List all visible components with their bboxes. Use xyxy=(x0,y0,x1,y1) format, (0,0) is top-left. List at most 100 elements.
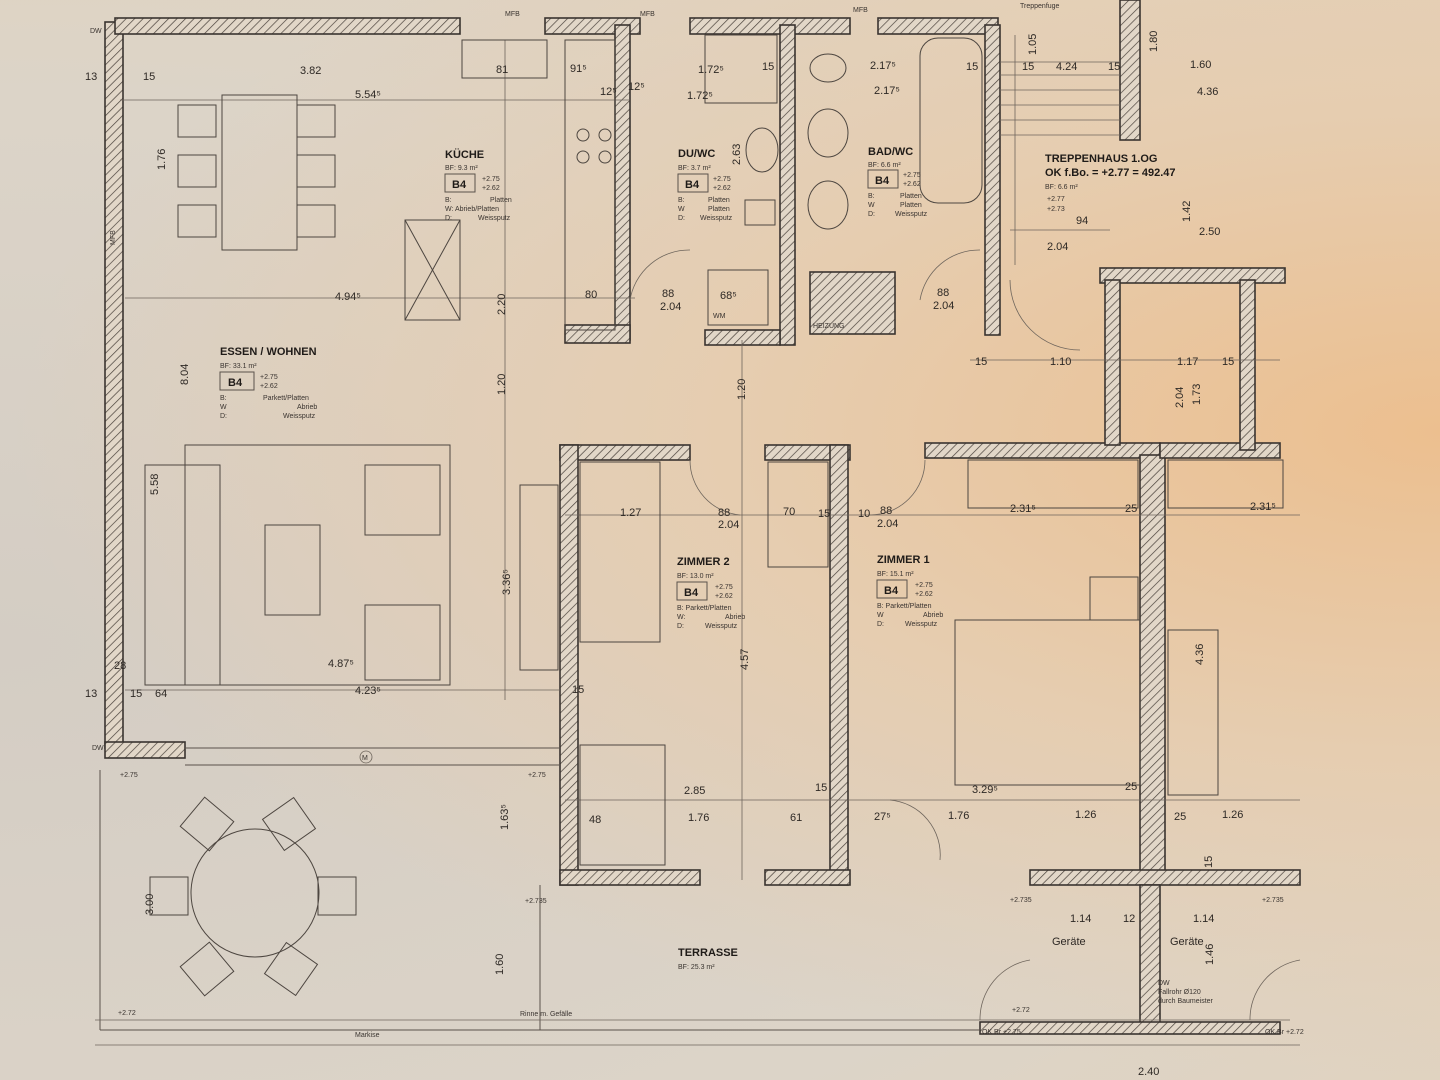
mfb-label: MFB xyxy=(640,11,655,18)
dimension-label: 48 xyxy=(589,814,601,826)
room-height-1: +2.75 xyxy=(915,582,933,589)
dimension-label: 4.87⁵ xyxy=(328,658,354,670)
room-area: BF: 9.3 m² xyxy=(445,165,478,172)
storage-label-right: Geräte xyxy=(1170,936,1204,948)
dimension-label: 2.50 xyxy=(1199,226,1220,238)
ceiling-value: Weissputz xyxy=(478,215,511,222)
dimension-label: 2.04 xyxy=(718,519,739,531)
dimension-label: 12⁵ xyxy=(628,81,645,93)
room-height-1: +2.75 xyxy=(903,172,921,179)
dimension-label: 10 xyxy=(858,508,870,520)
washing-machine-label: WM xyxy=(713,313,726,320)
mfb-label: MFB xyxy=(853,7,868,14)
room-area: BF: 3.7 m² xyxy=(678,165,711,172)
room-duwc: DU/WC BF: 3.7 m² B4 +2.75 +2.62 B:Platte… xyxy=(677,148,733,222)
stair-joint-label: Treppenfuge xyxy=(1020,3,1060,10)
wall-label: W: Abrieb/Platten xyxy=(445,206,499,213)
dimension-label: 61 xyxy=(790,812,802,824)
dimension-label: 2.31⁵ xyxy=(1250,501,1276,513)
room-name: ZIMMER 1 xyxy=(877,554,930,566)
stair-height-2: +2.73 xyxy=(1047,206,1065,213)
floor-value: Parkett/Platten xyxy=(263,395,309,402)
plan-lines xyxy=(95,34,1301,1046)
dimension-label: 1.05 xyxy=(1027,34,1039,55)
level-label: +2.735 xyxy=(1010,897,1032,904)
dimension-label: 2.31⁵ xyxy=(1010,503,1036,515)
mfb-label: MFB xyxy=(110,230,117,245)
room-area: BF: 13.0 m² xyxy=(677,573,714,580)
dimension-label: 15 xyxy=(1222,356,1234,368)
dimension-label: 1.14 xyxy=(1070,913,1091,925)
dimension-label: 1.63⁵ xyxy=(499,804,511,830)
downpipe-note: DW xyxy=(1158,980,1170,987)
dimension-label: 2.04 xyxy=(1174,387,1186,408)
dimension-label: 15 xyxy=(762,61,774,73)
walls xyxy=(104,0,1301,1035)
room-zimmer-1: ZIMMER 1 BF: 15.1 m² B4 +2.75 +2.62 B: P… xyxy=(876,554,943,628)
wall-value: Platten xyxy=(708,206,730,213)
storage-label-left: Geräte xyxy=(1052,936,1086,948)
ceiling-label: D: xyxy=(220,413,227,420)
stair-level: OK f.Bo. = +2.77 = 492.47 xyxy=(1045,167,1176,179)
dimension-label: 64 xyxy=(155,688,167,700)
dimension-label: 5.58 xyxy=(149,474,161,495)
room-code: B4 xyxy=(684,587,699,599)
room-height-2: +2.62 xyxy=(713,185,731,192)
floor-value: Platten xyxy=(900,193,922,200)
level-label: +2.75 xyxy=(120,772,138,779)
level-label: +2.72 xyxy=(118,1010,136,1017)
dimension-label: 27⁵ xyxy=(874,811,891,823)
wall-label: W xyxy=(220,404,227,411)
dimension-label: 1.60 xyxy=(1190,59,1211,71)
dimension-label: 15 xyxy=(1022,61,1034,73)
dimension-label: 1.73 xyxy=(1191,384,1203,405)
dimension-label: 12 xyxy=(1123,913,1135,925)
wall-value: Abrieb xyxy=(297,404,317,411)
terrace-name: TERRASSE xyxy=(678,947,738,959)
dimension-label: 1.80 xyxy=(1148,31,1160,52)
ceiling-label: D: xyxy=(678,215,685,222)
room-zimmer-2: ZIMMER 2 BF: 13.0 m² B4 +2.75 +2.62 B: P… xyxy=(676,556,745,630)
dimension-label: 4.36 xyxy=(1197,86,1218,98)
room-name: BAD/WC xyxy=(868,146,913,158)
ceiling-value: Weissputz xyxy=(705,623,738,630)
dimension-label: 2.40 xyxy=(1138,1066,1159,1078)
dimension-label: 3.29⁵ xyxy=(972,784,998,796)
dimension-label: 1.72⁵ xyxy=(687,90,713,102)
dimension-label: 15 xyxy=(572,684,584,696)
room-height-2: +2.62 xyxy=(482,185,500,192)
wall-value: Platten xyxy=(900,202,922,209)
ceiling-label: D: xyxy=(877,621,884,628)
dimension-label: 2.04 xyxy=(1047,241,1068,253)
dimension-labels: 3.825.54⁵1.764.94⁵8.045.584.87⁵4.23⁵3.36… xyxy=(85,31,1276,1078)
dimension-label: 25 xyxy=(1125,503,1137,515)
wall-label: W xyxy=(678,206,685,213)
dimension-label: 1.76 xyxy=(688,812,709,824)
dimension-label: 15 xyxy=(1203,856,1215,868)
dimension-label: 15 xyxy=(818,508,830,520)
dimension-label: 1.42 xyxy=(1181,201,1193,222)
downpipe-label: DW xyxy=(90,28,102,35)
dimension-label: 15 xyxy=(130,688,142,700)
ceiling-value: Weissputz xyxy=(700,215,733,222)
room-height-1: +2.75 xyxy=(482,176,500,183)
room-name: KÜCHE xyxy=(445,148,484,161)
gutter-label: Rinne m. Gefälle xyxy=(520,1011,572,1018)
stair-name: TREPPENHAUS 1.OG xyxy=(1045,153,1157,165)
dimension-label: 28 xyxy=(114,660,126,672)
room-height-2: +2.62 xyxy=(915,591,933,598)
dimension-label: 15 xyxy=(1108,61,1120,73)
dimension-label: 13 xyxy=(85,71,97,83)
dimension-label: 1.20 xyxy=(736,379,748,400)
room-name: ESSEN / WOHNEN xyxy=(220,346,317,358)
dimension-label: 13 xyxy=(85,688,97,700)
dimension-label: 2.04 xyxy=(877,518,898,530)
dimension-label: 88 xyxy=(718,507,730,519)
room-code: B4 xyxy=(228,377,243,389)
ceiling-label: D: xyxy=(677,623,684,630)
level-label: +2.735 xyxy=(1262,897,1284,904)
dimension-label: 1.76 xyxy=(948,810,969,822)
wall-value: Abrieb xyxy=(725,614,745,621)
room-height-2: +2.62 xyxy=(260,383,278,390)
dimension-label: 15 xyxy=(815,782,827,794)
